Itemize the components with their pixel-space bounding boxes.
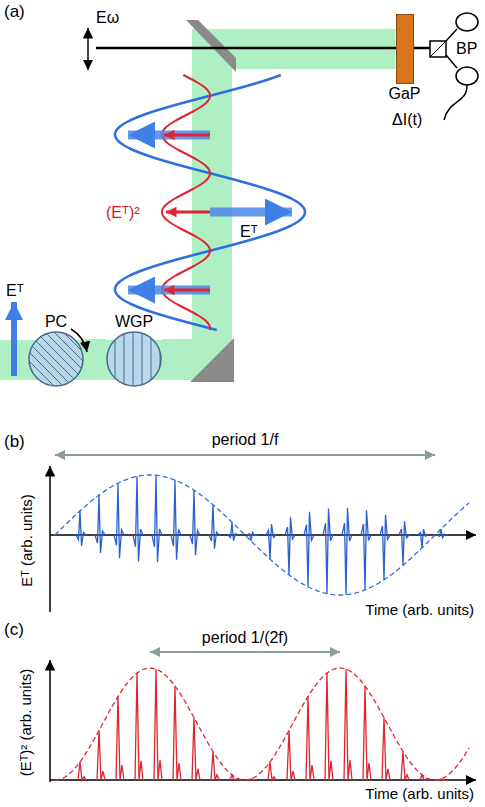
field-arrow <box>128 131 210 140</box>
hatch-line <box>62 331 84 387</box>
field-arrow <box>210 208 292 217</box>
axis-label: Eᵀ (arb. units) <box>17 494 36 586</box>
hatch-line <box>28 331 73 387</box>
period-arrow <box>55 454 435 456</box>
hatch-line <box>28 331 64 387</box>
figure-label: (Eᵀ)² <box>106 203 140 222</box>
axis-label: Time (arb. units) <box>365 600 474 619</box>
time-axis <box>50 779 476 781</box>
envelope-curve <box>55 668 469 780</box>
polarization-arrow <box>87 28 89 70</box>
figure-label: (c) <box>4 620 24 639</box>
hatch-line <box>124 331 125 387</box>
component-label: WGP <box>115 312 153 331</box>
signal-wire <box>444 85 467 120</box>
squared-field-arrow <box>164 134 210 137</box>
figure-label: period 1/f <box>212 430 279 449</box>
hatch-line <box>142 331 143 387</box>
hatch-line <box>71 331 84 387</box>
folding-mirror <box>190 338 234 382</box>
optic-disc <box>106 331 162 387</box>
component-label: PC <box>45 312 67 331</box>
field-arrow <box>128 286 210 295</box>
hatch-line <box>53 331 84 387</box>
pulse-train <box>78 669 447 780</box>
figure-label: (a) <box>4 2 25 21</box>
hatch-line <box>35 331 84 387</box>
hatch-line <box>28 331 82 387</box>
cube-diagonal <box>430 41 446 57</box>
disc-fill <box>107 332 161 386</box>
figure-label: BP <box>456 39 477 58</box>
period-arrow <box>150 651 340 653</box>
axis-label: (Eᵀ)² (arb. units) <box>17 668 36 775</box>
disc-border <box>107 332 161 386</box>
squared-field-arrow <box>166 211 210 214</box>
hatch-line <box>28 331 55 387</box>
disc-fill <box>29 332 83 386</box>
connector-group <box>84 49 396 359</box>
axis-label: Time (arb. units) <box>365 784 474 803</box>
disc-border <box>29 332 83 386</box>
input-field-arrow <box>11 302 17 376</box>
detector-lead <box>446 29 457 41</box>
beam-path <box>162 49 396 359</box>
optic-disc <box>28 331 84 387</box>
hatch-line <box>44 331 84 387</box>
polarizer-rotating: PC <box>26 312 86 387</box>
component-label: GaP <box>388 84 420 103</box>
field-wave <box>115 75 305 330</box>
polarizing-cube <box>430 41 446 57</box>
hatching <box>106 331 162 387</box>
figure-label: Eω <box>96 8 119 27</box>
figure-label: period 1/(2f) <box>202 628 288 647</box>
y-axis <box>49 466 51 612</box>
crystal-plate <box>396 14 414 84</box>
figure-label: Eᵀ <box>6 281 24 300</box>
optic-disc-outline <box>28 331 84 387</box>
pulse-train <box>76 475 447 594</box>
wire-grid-polarizer: WGP <box>104 312 164 387</box>
optic-disc-outline <box>106 331 162 387</box>
figure-label: Eᵀ <box>240 222 258 241</box>
photodiode <box>456 13 478 31</box>
figure-label: (b) <box>4 432 25 451</box>
figure-label: ΔI(t) <box>392 110 422 129</box>
hatch-line <box>133 331 134 387</box>
parabolic-mirror <box>186 20 236 72</box>
detector-lead <box>446 55 457 68</box>
y-axis <box>49 660 51 782</box>
beam-path <box>84 339 106 379</box>
probe-beam <box>96 47 430 50</box>
eo-crystal: GaP <box>386 14 423 103</box>
hatching <box>28 331 84 387</box>
envelope-curve <box>55 475 469 595</box>
hatch-line <box>151 331 152 387</box>
photodiode <box>456 67 478 85</box>
squared-field-arrow <box>164 289 210 292</box>
